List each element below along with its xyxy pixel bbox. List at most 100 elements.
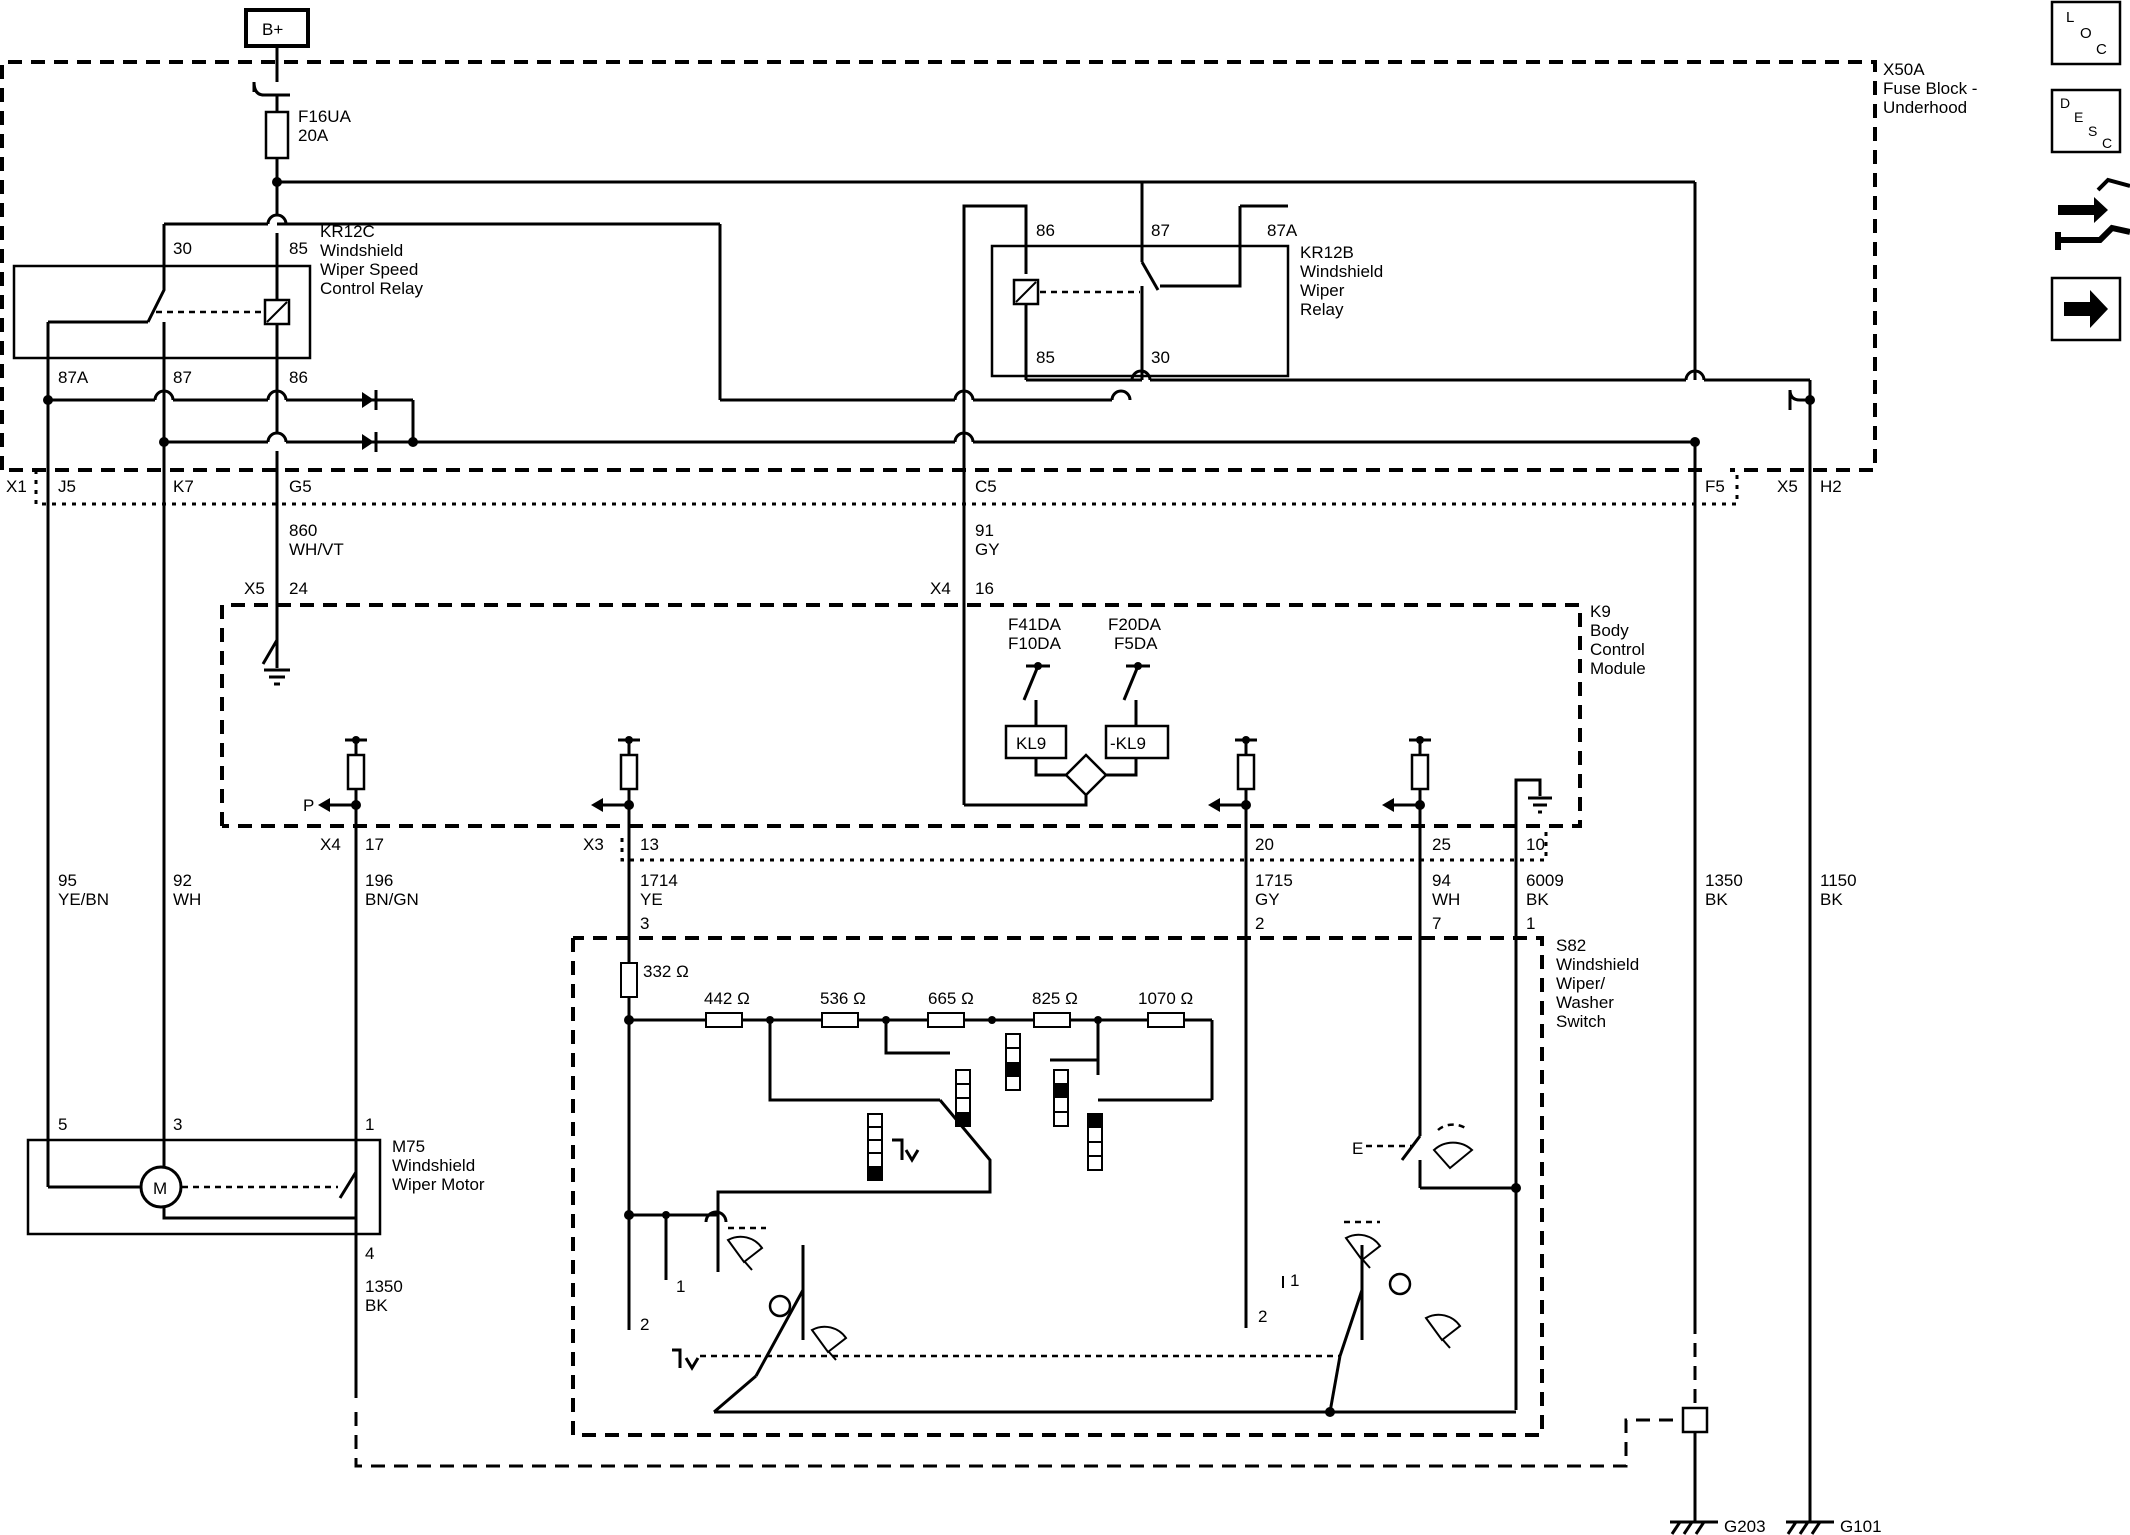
switch-pin7: 7 [1432, 914, 1441, 933]
desc-icon-e: E [2074, 109, 2083, 125]
conn-x5: X5 [1777, 477, 1798, 496]
bcm-minus-kl9: -KL9 [1110, 734, 1146, 753]
ground-return [354, 1320, 1709, 1510]
kr12b-name1: Windshield [1300, 262, 1383, 281]
motor-m75: 5 3 1 4 M75 Windshield Wiper Motor M [26, 1115, 485, 1263]
kr12c-name1: Windshield [320, 241, 403, 260]
fuse-block-id: X50A [1883, 60, 1925, 79]
wiper-circle-1 [768, 1294, 792, 1318]
motor-pin5: 5 [58, 1115, 67, 1134]
wire-1350-motor-color: BK [365, 1296, 388, 1315]
bcm-fuse-f20da: F20DA [1108, 615, 1162, 634]
conn-f5: F5 [1705, 477, 1725, 496]
bcm-pin20 [1208, 736, 1257, 1328]
conn-17: 17 [365, 835, 384, 854]
conn-13: 13 [640, 835, 659, 854]
wire-860-color: WH/VT [289, 540, 344, 559]
bcm-conn-x4: X4 [930, 579, 951, 598]
wire-1350-f5: 1350 [1705, 871, 1743, 890]
bcm-id: K9 [1590, 602, 1611, 621]
switch-id: S82 [1556, 936, 1586, 955]
loc-icon-c: C [2096, 41, 2107, 58]
desc-icon-s: S [2088, 123, 2097, 139]
bcm-conn-24: 24 [289, 579, 308, 598]
wire-196-color: BN/GN [365, 890, 419, 909]
res-332: 332 Ω [643, 962, 689, 981]
switch-e-label: E [1352, 1139, 1363, 1158]
res-825: 825 Ω [1032, 989, 1078, 1008]
wire-94: 94 [1432, 871, 1451, 890]
wiper-symbol-4 [1424, 1313, 1462, 1349]
conn-x4-bottom: X4 [320, 835, 341, 854]
res-536: 536 Ω [820, 989, 866, 1008]
bcm-fuse-f10da: F10DA [1008, 634, 1062, 653]
wire-1350-motor: 1350 [365, 1277, 403, 1296]
fuse-block-x50a: X50A Fuse Block - Underhood [0, 60, 1977, 506]
desc-icon-d: D [2060, 95, 2070, 111]
switch-name4: Switch [1556, 1012, 1606, 1031]
loc-icon[interactable]: L O C [2050, 0, 2122, 66]
wiper-symbol-3 [1344, 1220, 1382, 1269]
conn-x3: X3 [583, 835, 604, 854]
relay-kr12c: 30 85 87A 87 86 KR12C Windshield Wiper S… [12, 222, 423, 400]
switch-pos1-left: 1 [676, 1277, 685, 1296]
bcm-fuse-f5da: F5DA [1114, 634, 1158, 653]
mist-symbol-2 [672, 1348, 700, 1371]
kr12b-name3: Relay [1300, 300, 1344, 319]
wire-6009: 6009 [1526, 871, 1564, 890]
res-665: 665 Ω [928, 989, 974, 1008]
connector-wrench-icon[interactable] [2055, 177, 2130, 250]
kr12b-pin30: 30 [1151, 348, 1170, 367]
bcm-pin25 [1382, 736, 1431, 1136]
motor-symbol: M [153, 1179, 167, 1198]
wire-94-color: WH [1432, 890, 1460, 909]
bplus-label: B+ [262, 20, 283, 39]
kr12b-name2: Wiper [1300, 281, 1345, 300]
position-indicator-1 [955, 1069, 971, 1127]
ground-g101-label: G101 [1840, 1517, 1882, 1535]
wire-92: 92 [173, 871, 192, 890]
switch-pin3: 3 [640, 914, 649, 933]
fuse-bus-wires [164, 158, 1697, 402]
kr12c-id: KR12C [320, 222, 375, 241]
wire-6009-color: BK [1526, 890, 1549, 909]
switch-name1: Windshield [1556, 955, 1639, 974]
res-1070: 1070 Ω [1138, 989, 1193, 1008]
bcm-name2: Control [1590, 640, 1645, 659]
ground-g101: G101 [1786, 1517, 1882, 1535]
kr12b-pin85: 85 [1036, 348, 1055, 367]
next-arrow-icon[interactable] [2050, 276, 2122, 342]
wire-95-color: YE/BN [58, 890, 109, 909]
kr12c-pin30: 30 [173, 239, 192, 258]
kr12b-pin87: 87 [1151, 221, 1170, 240]
motor-pin3: 3 [173, 1115, 182, 1134]
fuse-f16ua: F16UA 20A [264, 107, 352, 160]
conn-20: 20 [1255, 835, 1274, 854]
diode-upper [362, 390, 378, 410]
bcm-p-label: P [303, 796, 314, 815]
kr12b-output-wires [1130, 369, 1815, 410]
kr12c-name2: Wiper Speed [320, 260, 418, 279]
wiper-circle-2 [1388, 1272, 1412, 1296]
motor-pin4: 4 [365, 1244, 374, 1263]
ground-g203-label: G203 [1724, 1517, 1766, 1535]
relay-kr12b: 86 87 87A 85 30 KR12B Windshield Wiper R… [962, 182, 1383, 805]
wire-860: 860 [289, 521, 317, 540]
wire-1715-color: GY [1255, 890, 1280, 909]
conn-25: 25 [1432, 835, 1451, 854]
wire-1150: 1150 [1820, 871, 1857, 890]
battery-supply: B+ [244, 8, 310, 112]
bcm-name3: Module [1590, 659, 1646, 678]
desc-icon[interactable]: D E S C [2050, 88, 2122, 154]
bcm-name1: Body [1590, 621, 1629, 640]
res-442: 442 Ω [704, 989, 750, 1008]
wire-1714-color: YE [640, 890, 663, 909]
wire-91: 91 [975, 521, 994, 540]
kr12b-id: KR12B [1300, 243, 1354, 262]
conn-x1: X1 [6, 477, 27, 496]
wire-1715: 1715 [1255, 871, 1293, 890]
kr12c-pin87a: 87A [58, 368, 89, 387]
desc-icon-c: C [2102, 135, 2112, 151]
bcm-conn-x5: X5 [244, 579, 265, 598]
